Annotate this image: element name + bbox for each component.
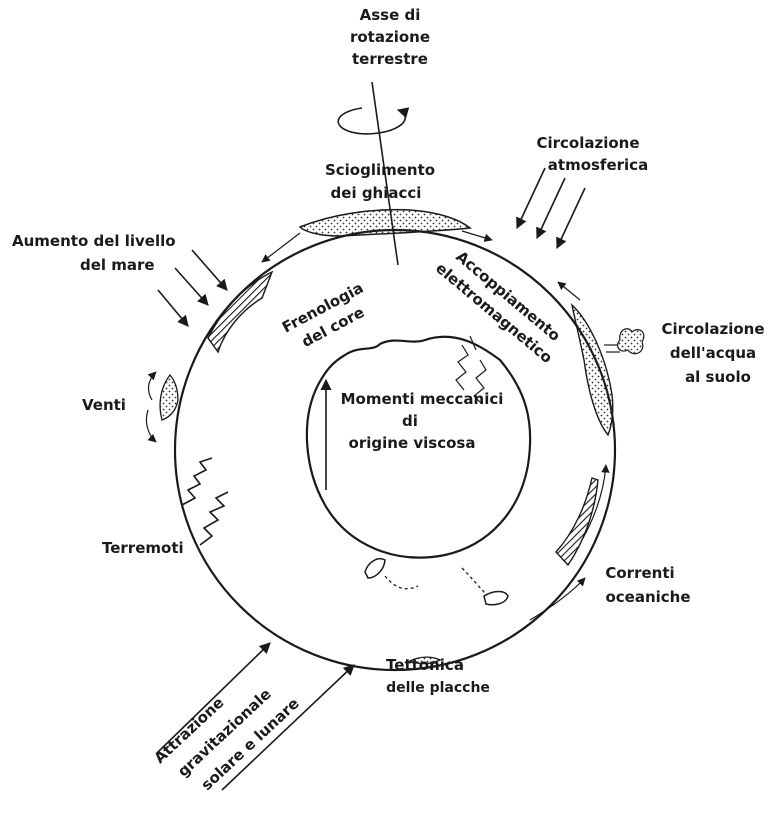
label-tettonica-line1: Tettonica: [386, 656, 464, 674]
atm-arrow-1: [516, 167, 546, 230]
label-circolazione-acqua: Circolazione dell'acqua al suolo: [661, 320, 764, 386]
plate-dash-2: [461, 567, 487, 595]
winds-patch: [159, 373, 179, 421]
earthquake-crack-1: [181, 457, 213, 506]
label-correnti: Correnti oceaniche: [605, 564, 690, 606]
label-scioglimento-line2: dei ghiacci: [331, 184, 422, 202]
earthquake-crack-2: [199, 491, 229, 546]
label-aumento: Aumento del livello del mare: [12, 232, 176, 274]
label-asse-line2: rotazione: [350, 28, 430, 46]
sea-arrow-2: [174, 267, 209, 306]
plate-dash-1: [384, 575, 419, 590]
label-circolazione-atm-line2: atmosferica: [548, 156, 648, 174]
ice-arrow-right: [461, 230, 493, 242]
label-correnti-line1: Correnti: [605, 564, 674, 582]
em-tick: [469, 335, 477, 351]
label-momenti-line1: Momenti meccanici: [341, 390, 504, 408]
atm-arrow-3: [556, 187, 586, 250]
label-aumento-line2: del mare: [80, 256, 155, 274]
label-tettonica-line2: delle placche: [386, 680, 490, 696]
label-momenti-line2: di: [402, 412, 418, 430]
label-asse-line3: terrestre: [352, 50, 428, 68]
plate-fragment-1: [364, 558, 386, 579]
label-circolazione-acqua-line3: al suolo: [685, 368, 751, 386]
sea-arrow-1: [157, 289, 189, 327]
em-zigzag-2: [473, 359, 487, 405]
label-frenologia: Frenologia del core: [279, 279, 367, 351]
plate-fragment-2: [483, 590, 509, 606]
label-attrazione: Attrazione gravitazionale solare e lunar…: [150, 685, 302, 794]
label-circolazione-atm: Circolazione atmosferica: [536, 134, 648, 174]
plate-fragment-3: [408, 656, 442, 665]
label-asse-line1: Asse di: [360, 6, 421, 24]
sea-arrow-3: [191, 249, 228, 291]
winds-arrow-down: [145, 409, 157, 443]
label-circolazione-atm-line1: Circolazione: [536, 134, 639, 152]
label-tettonica: Tettonica delle placche: [386, 656, 490, 696]
label-terremoti: Terremoti: [102, 539, 184, 557]
sea-level-patch: [207, 270, 274, 354]
label-correnti-line2: oceaniche: [605, 588, 690, 606]
label-circolazione-acqua-line1: Circolazione: [661, 320, 764, 338]
atm-arrow-2: [536, 177, 566, 240]
em-zigzag-1: [455, 344, 469, 391]
ice-cap: [298, 208, 472, 237]
label-scioglimento: Scioglimento dei ghiacci: [325, 161, 435, 202]
label-scioglimento-line1: Scioglimento: [325, 161, 435, 179]
label-momenti: Momenti meccanici di origine viscosa: [341, 390, 504, 452]
ground-water-patch: [570, 302, 614, 437]
ocean-current-patch: [555, 477, 599, 567]
winds-arrow-up: [147, 371, 157, 401]
rotation-axis: [371, 81, 399, 266]
label-aumento-line1: Aumento del livello: [12, 232, 176, 250]
ice-arrow-left: [261, 232, 301, 263]
ocean-arrow-lower: [529, 577, 586, 621]
gravity-arrow-2: [221, 664, 355, 791]
label-asse: Asse di rotazione terrestre: [350, 6, 430, 68]
gravity-arrow-1: [157, 642, 271, 753]
rotation-arrow: [337, 107, 410, 135]
ocean-arrow-upper: [581, 464, 610, 541]
cloud-icon: [616, 328, 645, 355]
label-venti: Venti: [82, 396, 126, 414]
label-momenti-line3: origine viscosa: [349, 434, 476, 452]
ground-water-arrow: [557, 281, 581, 301]
core-outline: [305, 335, 532, 559]
label-accoppiamento: Accoppiamento elettromagnetico: [432, 247, 564, 367]
label-circolazione-acqua-line2: dell'acqua: [670, 344, 756, 362]
